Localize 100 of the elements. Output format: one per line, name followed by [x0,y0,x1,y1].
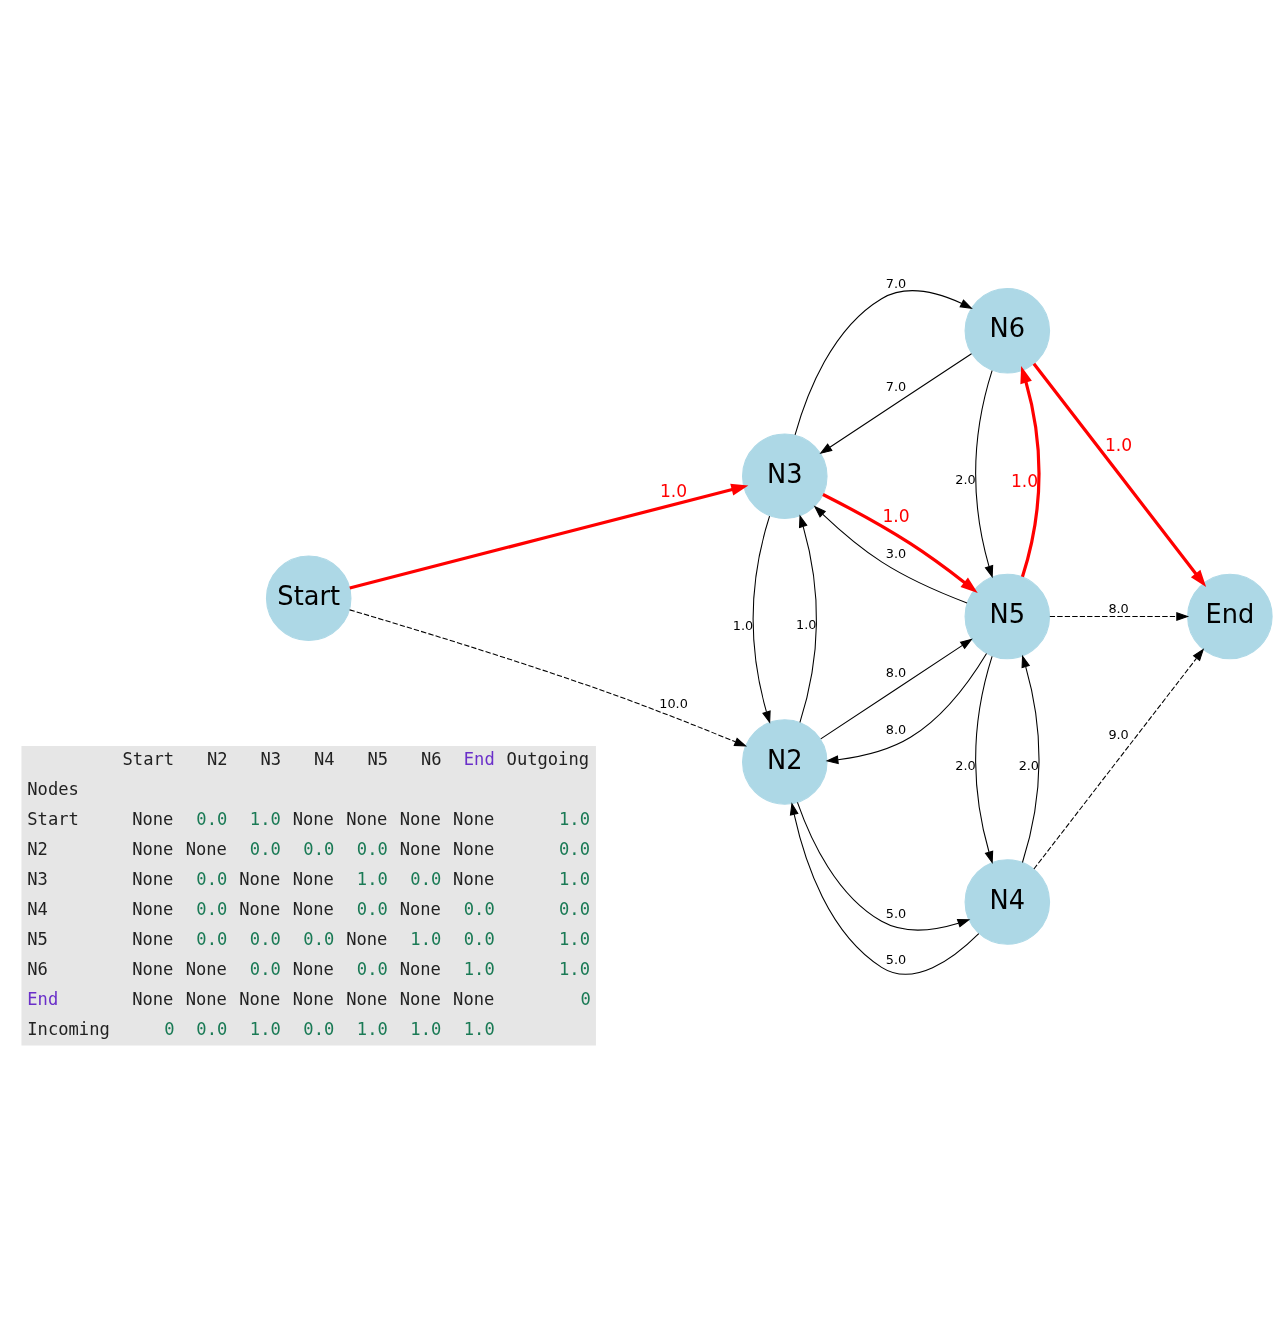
label: None [132,808,174,829]
edge-label: 1.0 [659,480,688,501]
label: None [292,868,334,889]
label: 1.0 [356,1018,388,1039]
label: N2 [207,748,228,769]
label: None [239,868,281,889]
label: None [292,988,334,1009]
label: None [292,958,334,979]
label: None [132,988,174,1009]
arrow [1020,365,1041,577]
label: None [399,958,441,979]
label: N4 [314,748,335,769]
arrow [794,289,973,435]
label: 0.0 [196,808,228,829]
label: N6 [27,958,48,979]
label: End [27,988,59,1009]
label: N4 [27,898,48,919]
label: 1.0 [559,868,590,889]
label: 0.0 [356,898,388,919]
label: None [346,808,388,829]
label: 1.0 [559,928,590,949]
label: None [346,928,388,949]
label: 0.0 [559,838,590,859]
edge-label: 1.0 [796,616,817,632]
label: None [453,988,495,1009]
arrow [820,637,973,739]
label: None [399,898,441,919]
label: End [463,748,495,769]
edge-label: 8.0 [885,721,907,737]
arrow [1033,647,1205,870]
label: None [132,838,174,859]
arrow [349,608,748,747]
arrow [799,514,817,723]
label: 0.0 [303,838,335,859]
label: Nodes [27,778,79,799]
label: 0.0 [463,928,495,949]
label: None [292,808,334,829]
label: 1.0 [463,1018,495,1039]
label: N5 [367,748,389,769]
label: None [132,868,174,889]
label: None [132,928,174,949]
label: 1.0 [410,1018,442,1039]
label: 1.0 [356,868,388,889]
label: 1.0 [463,958,495,979]
label: None [239,898,281,919]
label: None [132,958,174,979]
label: N5 [27,928,48,949]
label: None [132,898,174,919]
edge-label: 10.0 [659,695,688,711]
edge-label: 1.0 [1104,434,1133,455]
label: 0.0 [196,868,228,889]
label: 1.0 [249,1018,281,1039]
edge-label: 2.0 [955,471,976,487]
arrow [1021,654,1040,863]
label: None [453,868,495,889]
label: None [453,838,495,859]
arrow [349,483,749,589]
arrow [789,801,980,975]
edge-label: 5.0 [885,905,907,921]
node-circle: Start [265,554,352,641]
label: 1.0 [559,958,590,979]
arrow [796,801,971,931]
label: None [185,958,227,979]
edge-label: 3.0 [885,545,907,561]
label: 1.0 [249,808,281,829]
arrow [819,352,973,454]
arrow [1049,611,1190,621]
label: None [346,988,388,1009]
label: N3 [260,748,282,769]
label: 0.0 [410,868,442,889]
label: None [239,988,281,1009]
label: 0.0 [196,1018,228,1039]
label: 0.0 [249,958,281,979]
edge-label: 8.0 [1108,600,1129,616]
edge-label: 9.0 [1108,726,1129,742]
label: None [185,838,227,859]
label: None [185,988,227,1009]
label: Incoming [27,1018,110,1039]
label: 0.0 [249,838,281,859]
arrow [825,652,988,764]
arrow [752,515,771,724]
label: N2 [27,838,48,859]
edge-label: 7.0 [885,378,907,394]
arrow [975,369,994,578]
arrow [822,492,978,593]
label: Outgoing [506,748,590,769]
label: 1.0 [559,808,590,829]
label: 1.0 [410,928,442,949]
label: 0.0 [303,1018,335,1039]
edge-label: 7.0 [885,275,907,291]
label: 0.0 [356,838,388,859]
label: 0.0 [559,898,590,919]
label: None [399,838,441,859]
edge-label: 1.0 [882,505,910,526]
node-circle: N5 [964,573,1051,659]
arrow [1032,362,1207,587]
edge-label: 8.0 [885,664,907,680]
label: 0.0 [303,928,335,949]
label: 0.0 [196,898,228,919]
edge-label: 1.0 [732,617,754,633]
